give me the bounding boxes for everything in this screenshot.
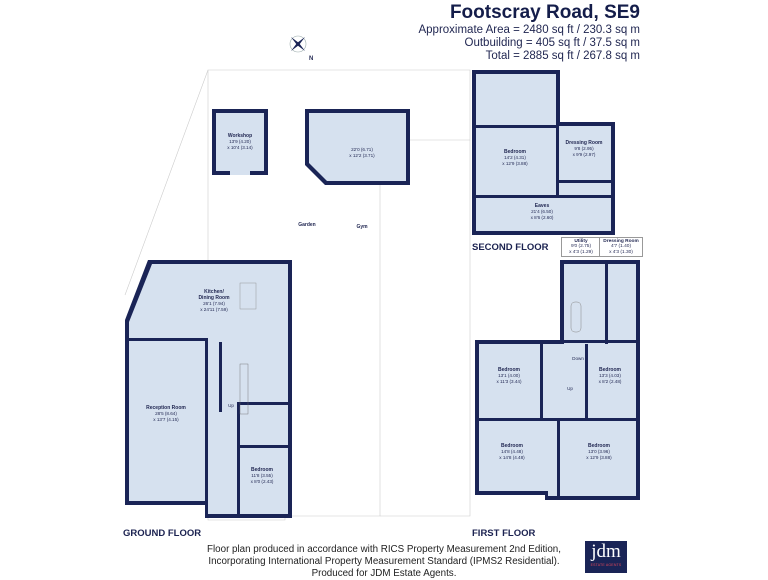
svg-text:x 11'3 (3.44): x 11'3 (3.44)	[496, 379, 522, 384]
svg-text:21'4 (6.50): 21'4 (6.50)	[531, 209, 553, 214]
svg-text:13'3 (4.03): 13'3 (4.03)	[599, 373, 621, 378]
svg-text:Up: Up	[228, 403, 234, 408]
svg-text:22'0 (6.71): 22'0 (6.71)	[351, 147, 373, 152]
svg-text:9'8 (2.95): 9'8 (2.95)	[574, 146, 594, 151]
utility-callout: Utility 9'0 (2.75) x 4'3 (1.29)	[561, 237, 601, 258]
first-floor-outline	[475, 260, 640, 500]
svg-text:x 10'4 (3.14): x 10'4 (3.14)	[227, 145, 253, 150]
workshop-outline	[212, 109, 268, 175]
svg-text:13'9 (4.20): 13'9 (4.20)	[229, 139, 251, 144]
svg-text:x 9'9 (2.97): x 9'9 (2.97)	[573, 152, 596, 157]
reception-label: Reception Room	[146, 405, 186, 411]
first-bedroom-se-label: Bedroom	[588, 443, 611, 449]
svg-text:x 8'6 (2.60): x 8'6 (2.60)	[531, 215, 554, 220]
ground-floor-label: GROUND FLOOR	[123, 528, 202, 539]
property-title: Footscray Road, SE9	[449, 2, 640, 23]
kitchen-label: Kitchen/	[204, 289, 224, 295]
footer-disclaimer: Floor plan produced in accordance with R…	[207, 544, 561, 579]
svg-text:Dining Room: Dining Room	[198, 295, 230, 301]
svg-text:14'2 (4.31): 14'2 (4.31)	[504, 155, 526, 160]
ground-bedroom-label: Bedroom	[251, 467, 274, 473]
svg-text:x 12'9 (3.88): x 12'9 (3.88)	[586, 455, 612, 460]
jdm-logo: jdm ESTATE AGENTS	[585, 541, 627, 573]
garden-label: Garden	[298, 222, 316, 228]
svg-text:14'8 (4.48): 14'8 (4.48)	[501, 449, 523, 454]
compass-rose-icon	[289, 35, 307, 53]
gym-outline	[305, 109, 410, 185]
outbuilding-area: Outbuilding = 405 sq ft / 37.5 sq m	[464, 37, 640, 49]
garden-boundary	[207, 69, 471, 521]
second-floor-label: SECOND FLOOR	[472, 242, 549, 253]
svg-text:Up: Up	[567, 386, 573, 391]
svg-text:28'5 (8.64): 28'5 (8.64)	[155, 411, 177, 416]
first-bedroom-sw-label: Bedroom	[501, 443, 524, 449]
svg-text:x 8'0 (2.43): x 8'0 (2.43)	[251, 479, 274, 484]
svg-text:13'1 (4.00): 13'1 (4.00)	[498, 373, 520, 378]
ground-floor-outline	[125, 260, 292, 518]
svg-text:x 12'2 (3.71): x 12'2 (3.71)	[349, 153, 375, 158]
workshop-label: Workshop	[228, 133, 252, 139]
svg-text:26'1 (7.94): 26'1 (7.94)	[203, 301, 225, 306]
first-bedroom-ne-label: Bedroom	[599, 367, 622, 373]
approximate-area: Approximate Area = 2480 sq ft / 230.3 sq…	[418, 24, 640, 36]
second-bedroom-label: Bedroom	[504, 149, 527, 155]
eaves-label: Eaves	[535, 203, 550, 209]
second-dressing-label: Dressing Room	[566, 140, 604, 146]
svg-text:11'8 (3.55): 11'8 (3.55)	[251, 473, 273, 478]
svg-text:13'0 (3.96): 13'0 (3.96)	[588, 449, 610, 454]
second-floor-outline	[472, 70, 615, 235]
first-bedroom-nw-label: Bedroom	[498, 367, 521, 373]
svg-text:x 8'2 (2.48): x 8'2 (2.48)	[599, 379, 622, 384]
svg-text:Down: Down	[572, 356, 584, 361]
first-floor-label: FIRST FLOOR	[472, 528, 536, 539]
svg-text:x 12'9 (3.88): x 12'9 (3.88)	[502, 161, 528, 166]
svg-text:x 24'11 (7.59): x 24'11 (7.59)	[200, 307, 228, 312]
svg-text:x 14'8 (4.48): x 14'8 (4.48)	[499, 455, 525, 460]
compass-north-label: N	[309, 56, 313, 62]
svg-text:x 13'7 (4.15): x 13'7 (4.15)	[153, 417, 179, 422]
total-area: Total = 2885 sq ft / 267.8 sq m	[485, 50, 640, 62]
gym-label: Gym	[356, 224, 368, 230]
dressing-room-callout: Dressing Room 4'7 (1.40) x 4'3 (1.30)	[599, 237, 643, 258]
